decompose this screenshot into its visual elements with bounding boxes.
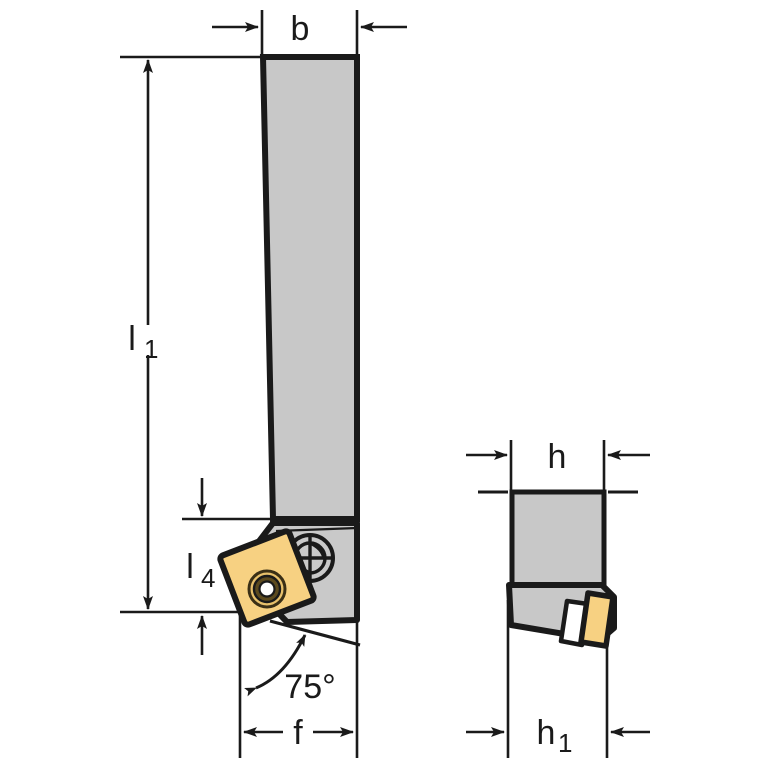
dim-label-l4-subscript: 4 bbox=[201, 563, 215, 593]
dim-label-l1-subscript: 1 bbox=[144, 334, 158, 364]
dim-label-h1: h bbox=[537, 714, 556, 752]
dim-label-l1: l bbox=[128, 320, 136, 358]
insert-clamp-screw bbox=[247, 569, 287, 609]
dimension-l1: l 1 bbox=[128, 59, 158, 610]
dimension-b: b bbox=[212, 10, 407, 48]
front-view: h h 1 bbox=[466, 438, 650, 758]
angle-75-arc bbox=[244, 634, 307, 697]
dimension-h1: h 1 bbox=[466, 714, 650, 758]
front-view-shank bbox=[509, 489, 607, 588]
angle-75-annotation: 75° bbox=[244, 634, 336, 706]
dimension-l4: l 4 bbox=[186, 478, 215, 655]
angle-75-label: 75° bbox=[284, 668, 335, 706]
dim-label-h1-subscript: 1 bbox=[558, 728, 572, 758]
dim-label-b: b bbox=[291, 10, 310, 48]
insert-screw-hole bbox=[258, 580, 276, 598]
side-view: b l 1 l 4 bbox=[120, 10, 407, 758]
dim-label-h: h bbox=[548, 438, 567, 476]
dim-label-f: f bbox=[293, 714, 303, 752]
dimension-h: h bbox=[466, 438, 650, 476]
dim-label-l4: l bbox=[186, 548, 194, 586]
tool-shank bbox=[259, 54, 360, 522]
cutting-edge-reference-line bbox=[269, 619, 361, 647]
dimension-f: f bbox=[243, 714, 354, 752]
front-view-cutting-insert bbox=[578, 590, 616, 649]
